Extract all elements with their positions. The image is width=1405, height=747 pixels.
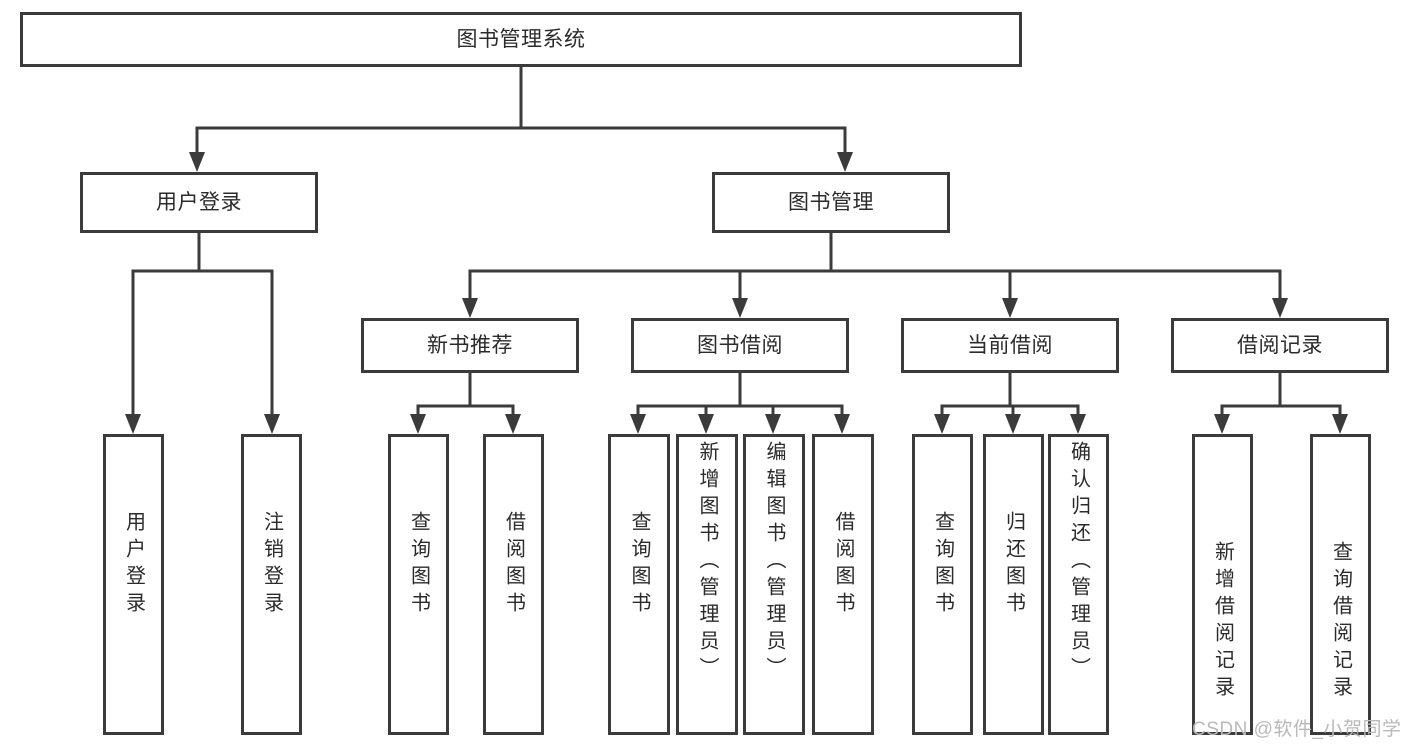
node-label: 图书管理 (788, 190, 874, 214)
node-label: 图书管理系统 (456, 27, 586, 51)
node-level2-0[interactable]: 用户登录 (80, 172, 318, 233)
watermark-text: CSDN @软件_小贺同学 (1192, 719, 1402, 740)
node-leaf-6[interactable]: 编辑图书（管理员） (743, 434, 805, 735)
node-leaf-8[interactable]: 查询图书 (912, 434, 973, 735)
arrow-head-icon (765, 414, 781, 434)
arrow-head-icon (934, 414, 950, 434)
node-label: 用户登录 (156, 190, 242, 214)
node-label: 编辑图书（管理员） (763, 441, 785, 684)
node-leaf-2[interactable]: 查询图书 (388, 434, 449, 735)
node-label: 确认归还（管理员） (1067, 441, 1090, 684)
node-leaf-3[interactable]: 借阅图书 (483, 434, 544, 735)
node-label: 查询图书 (628, 511, 650, 619)
node-leaf-0[interactable]: 用户登录 (103, 434, 164, 735)
node-root-0[interactable]: 图书管理系统 (20, 12, 1022, 67)
node-label: 归还图书 (1002, 511, 1025, 619)
node-leaf-4[interactable]: 查询图书 (608, 434, 670, 735)
node-leaf-10[interactable]: 确认归还（管理员） (1048, 434, 1109, 735)
node-level3-3[interactable]: 借阅记录 (1171, 318, 1389, 373)
arrow-head-icon (834, 414, 850, 434)
node-level3-0[interactable]: 新书推荐 (361, 318, 579, 373)
node-label: 新增借阅记录 (1211, 541, 1234, 703)
node-label: 图书借阅 (697, 333, 783, 357)
node-label: 查询图书 (407, 511, 430, 619)
node-leaf-11[interactable]: 新增借阅记录 (1192, 434, 1253, 735)
arrow-head-icon (1070, 414, 1086, 434)
node-leaf-12[interactable]: 查询借阅记录 (1310, 434, 1371, 735)
node-label: 新增图书（管理员） (696, 441, 718, 684)
node-label: 当前借阅 (967, 333, 1053, 357)
arrow-heads (125, 152, 1348, 434)
arrow-head-icon (1272, 298, 1288, 318)
arrow-head-icon (1214, 414, 1230, 434)
arrow-head-icon (1005, 414, 1021, 434)
arrow-head-icon (1332, 414, 1348, 434)
arrow-head-icon (732, 298, 748, 318)
node-level2-1[interactable]: 图书管理 (712, 172, 950, 233)
node-label: 借阅图书 (832, 511, 854, 619)
arrow-head-icon (698, 414, 714, 434)
arrow-head-icon (264, 414, 280, 434)
node-leaf-7[interactable]: 借阅图书 (812, 434, 874, 735)
node-label: 注销登录 (260, 511, 283, 619)
node-label: 借阅图书 (502, 511, 525, 619)
arrow-head-icon (1002, 298, 1018, 318)
arrow-head-icon (505, 414, 521, 434)
node-label: 新书推荐 (427, 333, 513, 357)
node-label: 用户登录 (122, 511, 145, 619)
arrow-head-icon (462, 298, 478, 318)
node-level3-1[interactable]: 图书借阅 (631, 318, 849, 373)
node-leaf-5[interactable]: 新增图书（管理员） (676, 434, 738, 735)
node-label: 查询图书 (931, 511, 954, 619)
arrow-head-icon (837, 152, 853, 172)
node-leaf-1[interactable]: 注销登录 (241, 434, 302, 735)
node-label: 查询借阅记录 (1329, 541, 1352, 703)
arrow-head-icon (410, 414, 426, 434)
node-label: 借阅记录 (1237, 333, 1323, 357)
arrow-head-icon (630, 414, 646, 434)
arrow-head-icon (189, 152, 205, 172)
node-leaf-9[interactable]: 归还图书 (983, 434, 1044, 735)
arrow-head-icon (125, 414, 141, 434)
node-level3-2[interactable]: 当前借阅 (901, 318, 1119, 373)
